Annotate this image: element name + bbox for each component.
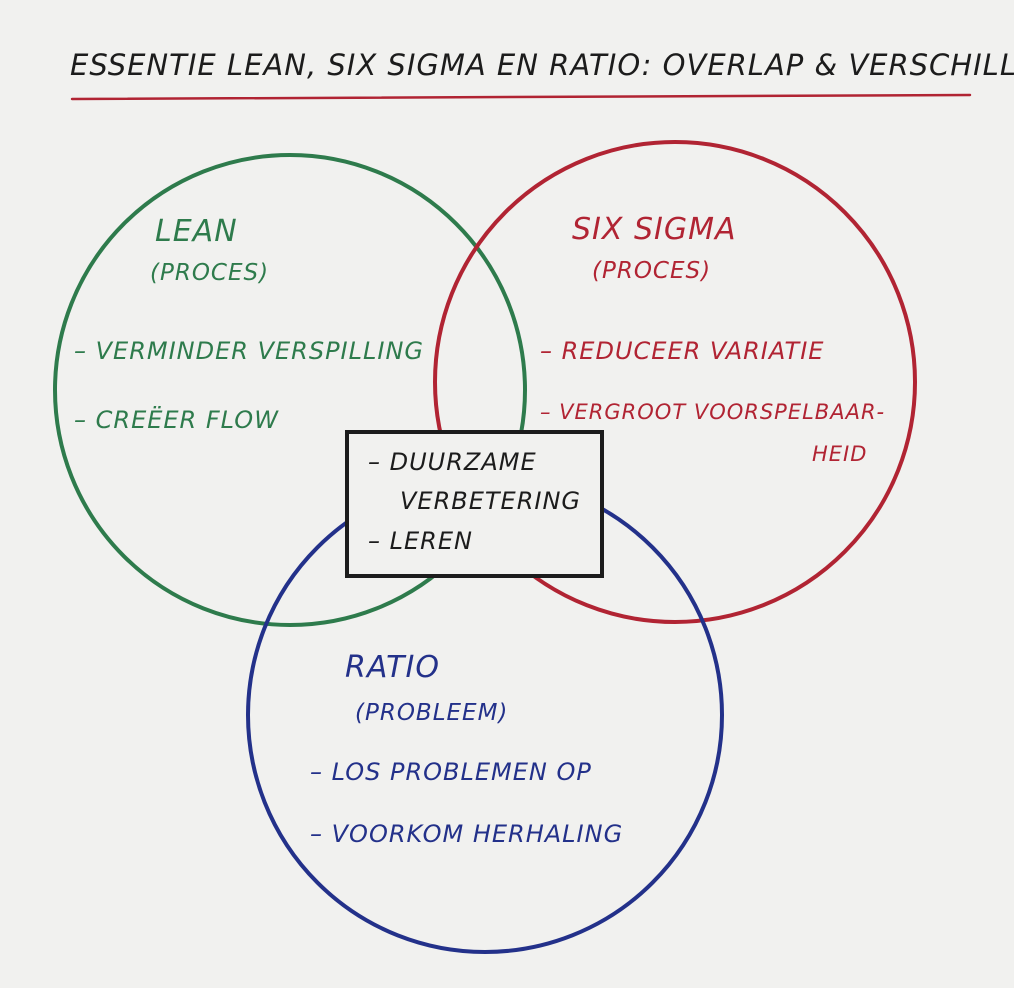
lean-circle [53, 153, 527, 627]
ratio-item-1: – LOS PROBLEMEN OP [310, 758, 592, 786]
six-sigma-item-2: – VERGROOT VOORSPELBAAR- [540, 400, 886, 424]
overlap-item-1: – DUURZAME [368, 448, 537, 476]
six-sigma-item-2-cont: HEID [812, 442, 868, 466]
lean-item-1: – VERMINDER VERSPILLING [74, 337, 424, 365]
lean-item-2: – CREËER FLOW [74, 406, 279, 434]
overlap-item-2: – LEREN [368, 527, 473, 555]
six-sigma-item-1: – REDUCEER VARIATIE [540, 337, 825, 365]
six-sigma-circle [433, 140, 917, 624]
ratio-focus: (PROBLEEM) [355, 700, 509, 726]
ratio-item-2: – VOORKOM HERHALING [310, 820, 624, 848]
ratio-name: RATIO [345, 650, 440, 685]
six-sigma-focus: (PROCES) [592, 258, 712, 284]
title-underline [70, 93, 972, 101]
lean-name: LEAN [155, 214, 238, 249]
overlap-item-1-cont: VERBETERING [400, 487, 582, 515]
diagram-title: ESSENTIE LEAN, SIX SIGMA EN RATIO: OVERL… [70, 48, 1014, 82]
overlap-box [345, 430, 604, 578]
lean-focus: (PROCES) [150, 260, 270, 286]
six-sigma-name: SIX SIGMA [572, 212, 737, 247]
